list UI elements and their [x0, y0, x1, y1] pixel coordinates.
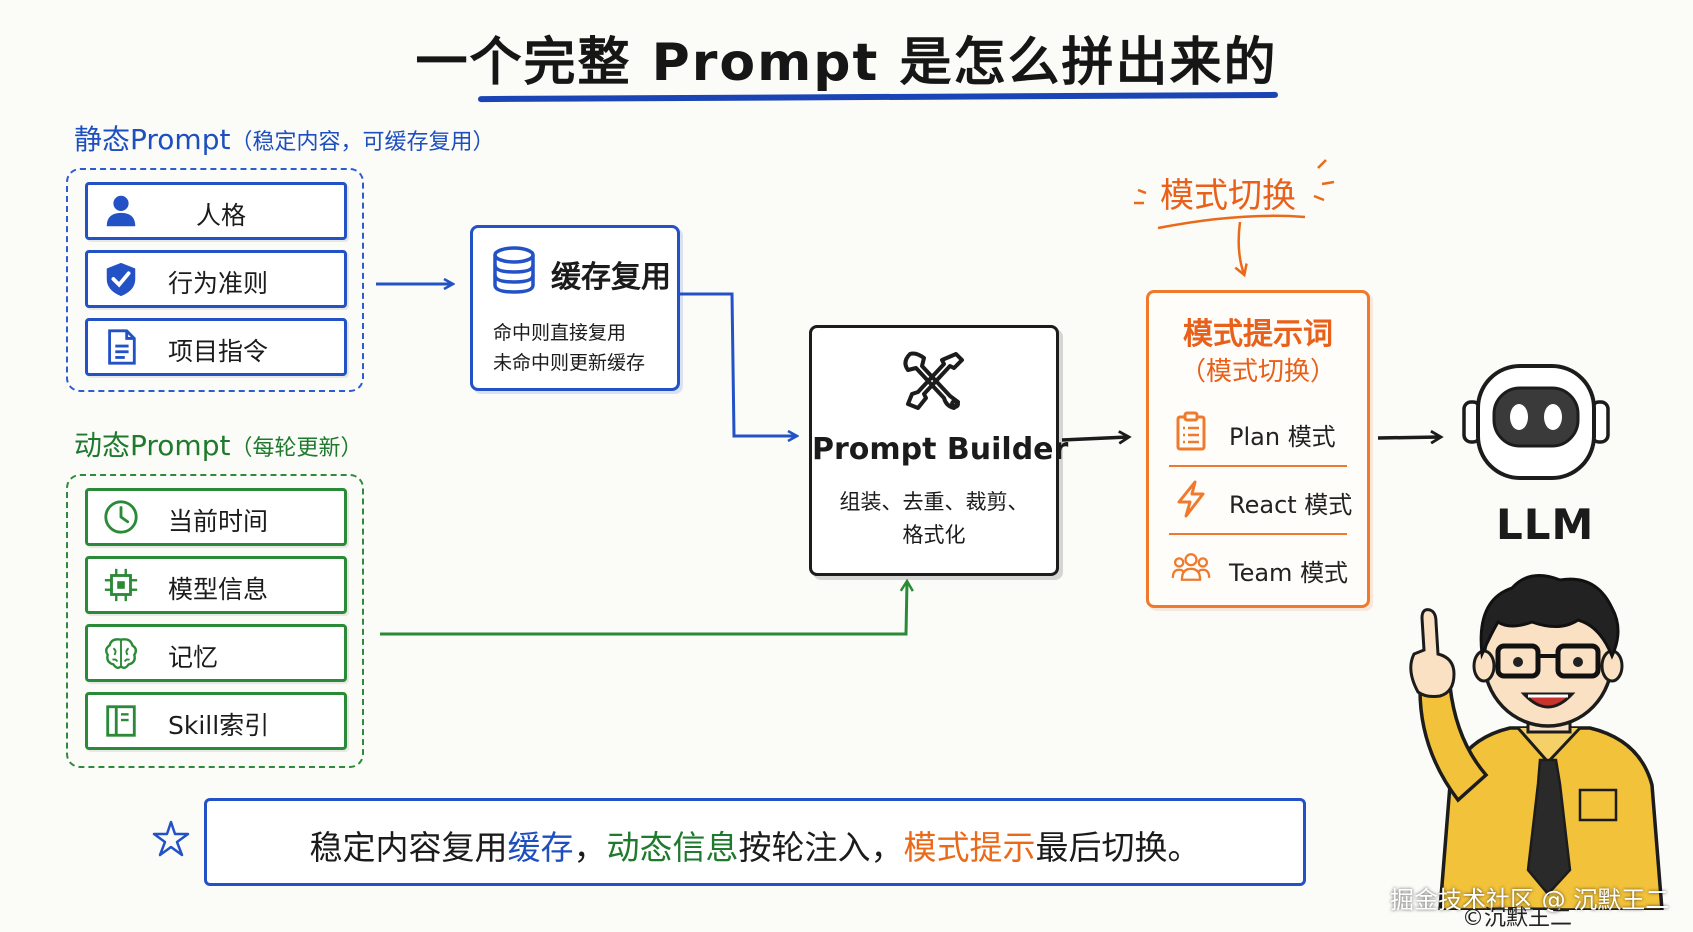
clock-icon — [104, 500, 138, 534]
summary-highlight-dynamic: 动态信息 — [606, 828, 739, 867]
dynamic-group-title: 动态Prompt — [74, 429, 231, 462]
book-icon — [106, 705, 136, 737]
dynamic-item-label: Skill索引 — [168, 711, 270, 740]
static-group-title: 静态Prompt — [74, 123, 231, 156]
sparkle-icon — [152, 820, 190, 857]
mode-item-react: React 模式 — [1163, 471, 1353, 527]
dynamic-group-note: （每轮更新） — [230, 436, 363, 461]
cache-desc-line-2: 未命中则更新缓存 — [493, 352, 646, 374]
summary-part: 按轮注入， — [738, 828, 904, 867]
prompt-builder-box: Prompt Builder 组装、去重、裁剪、 格式化 — [809, 325, 1069, 576]
builder-title: Prompt Builder — [812, 432, 1069, 467]
character-illustration — [1409, 574, 1664, 910]
mode-box-subtitle: （模式切换） — [1179, 357, 1336, 387]
mode-switch-underline — [1157, 214, 1306, 230]
mode-item-plan: Plan 模式 — [1163, 403, 1353, 459]
brain-icon — [105, 638, 137, 669]
summary-part: ， — [573, 828, 607, 867]
arrow-mode-to-llm — [1377, 437, 1440, 438]
tools-icon — [903, 351, 964, 410]
mode-divider — [1169, 533, 1347, 535]
summary-part: 最后切换。 — [1035, 828, 1201, 867]
team-icon — [1171, 553, 1211, 581]
mode-divider — [1169, 465, 1347, 467]
static-group-label: 静态Prompt（稳定内容，可缓存复用） — [74, 118, 494, 158]
chip-icon — [104, 568, 138, 602]
static-prompt-group: 人格 行为准则 项目指令 — [66, 168, 364, 392]
mode-item-team: Team 模式 — [1163, 539, 1353, 595]
summary-highlight-mode: 模式提示 — [903, 828, 1036, 867]
builder-desc-line-1: 组装、去重、裁剪、 — [839, 490, 1029, 514]
summary-part: 稳定内容复用 — [309, 828, 508, 867]
static-item-persona: 人格 — [85, 182, 347, 240]
builder-description: 组装、去重、裁剪、 格式化 — [812, 486, 1056, 552]
static-item-label: 项目指令 — [168, 337, 269, 366]
cache-title: 缓存复用 — [551, 260, 671, 295]
dynamic-item-label: 记忆 — [168, 643, 219, 672]
arrow-cache-to-builder — [680, 292, 796, 436]
summary-text: 稳定内容复用缓存，动态信息按轮注入，模式提示最后切换。 — [207, 821, 1303, 869]
static-item-label: 行为准则 — [168, 269, 269, 298]
lightning-icon — [1177, 480, 1205, 518]
mode-label: Plan 模式 — [1229, 423, 1336, 451]
dynamic-item-label: 模型信息 — [168, 575, 269, 604]
dynamic-item-skill-index: Skill索引 — [85, 692, 347, 750]
arrow-mode-switch-down — [1239, 221, 1244, 274]
arrow-builder-to-mode — [1061, 437, 1128, 440]
static-group-note: （稳定内容，可缓存复用） — [230, 130, 495, 155]
static-item-label: 人格 — [196, 201, 247, 230]
static-item-guidelines: 行为准则 — [85, 250, 347, 308]
database-icon — [493, 246, 535, 294]
mode-label: Team 模式 — [1229, 559, 1349, 587]
llm-label: LLM — [1496, 500, 1595, 549]
dynamic-group-label: 动态Prompt（每轮更新） — [74, 424, 362, 464]
cache-description: 命中则直接复用 未命中则更新缓存 — [493, 318, 645, 378]
cache-reuse-box: 缓存复用 命中则直接复用 未命中则更新缓存 — [470, 225, 680, 391]
arrow-dynamic-to-builder — [380, 582, 907, 636]
watermark: 掘金技术社区 @ 沉默王二 — [1390, 886, 1670, 914]
clipboard-icon — [1176, 411, 1206, 451]
summary-highlight-cache: 缓存 — [507, 828, 574, 867]
builder-desc-line-2: 格式化 — [902, 523, 966, 547]
dynamic-item-memory: 记忆 — [85, 624, 347, 682]
mode-prompt-box: 模式提示词 （模式切换） Plan 模式 React 模式 Team 模式 — [1146, 290, 1370, 608]
document-icon — [108, 329, 136, 365]
dynamic-item-time: 当前时间 — [85, 488, 347, 546]
person-icon — [106, 195, 136, 227]
static-item-project: 项目指令 — [85, 318, 347, 376]
robot-icon — [1462, 364, 1610, 480]
mode-box-title: 模式提示词 — [1183, 317, 1333, 352]
dynamic-item-label: 当前时间 — [168, 507, 269, 536]
summary-box: 稳定内容复用缓存，动态信息按轮注入，模式提示最后切换。 — [204, 798, 1306, 886]
cache-desc-line-1: 命中则直接复用 — [493, 322, 627, 344]
dynamic-prompt-group: 当前时间 模型信息 记忆 Skill索引 — [66, 474, 364, 768]
mode-switch-label: 模式切换 — [1160, 176, 1296, 216]
mode-label: React 模式 — [1229, 491, 1353, 519]
page-title: 一个完整 Prompt 是怎么拼出来的 — [415, 33, 1278, 93]
shield-check-icon — [106, 262, 136, 297]
dynamic-item-model-info: 模型信息 — [85, 556, 347, 614]
signature: ©沉默王二 — [1462, 906, 1573, 931]
